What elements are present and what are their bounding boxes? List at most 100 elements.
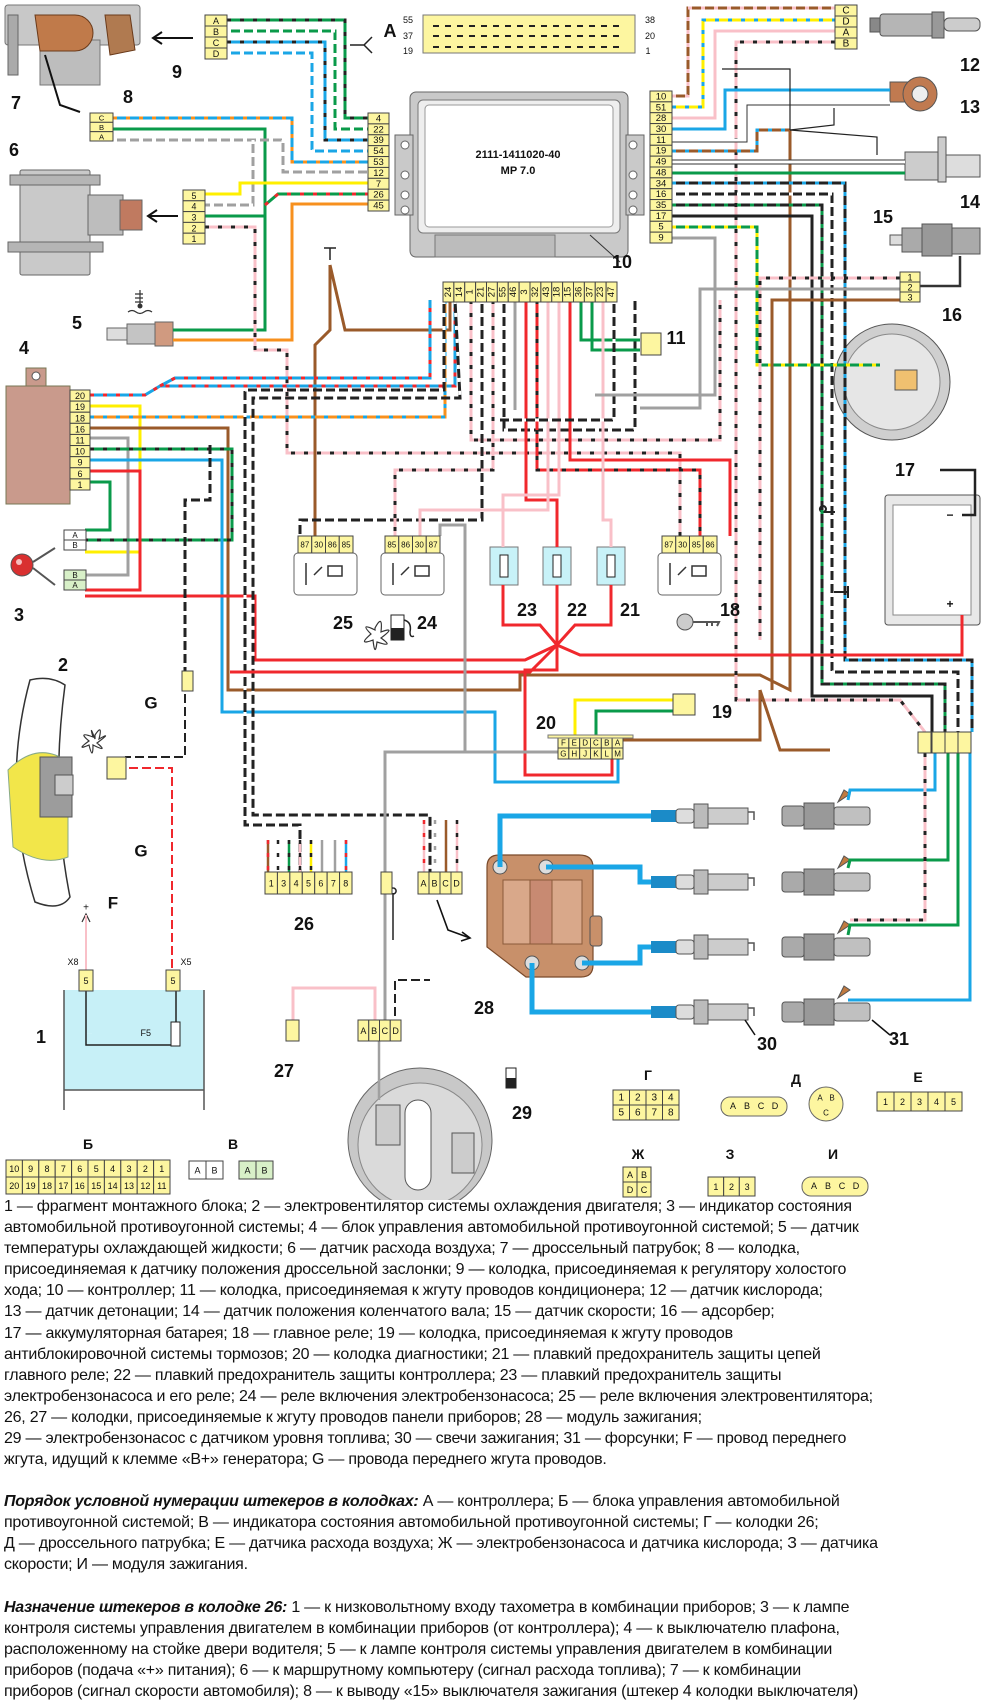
ecu-right-pins-pin-label: 19 (656, 146, 667, 157)
spark-plug-boot (651, 876, 676, 888)
callout-n12: 12 (960, 55, 980, 75)
wire-green (113, 127, 267, 332)
connector-9-pin-label: C (213, 38, 220, 48)
connector-maf-pin-label: 1 (192, 234, 197, 244)
wire-tracer-red (159, 300, 432, 388)
ignition-module-plug (589, 915, 603, 947)
relay-fuel-pump-body (380, 552, 445, 596)
legend-line: присоединяемая к датчику положения дросс… (4, 1261, 847, 1279)
relay-18-pins-pin-label: 30 (678, 541, 687, 550)
fuse-block-pin-x5-pin-label: 5 (170, 976, 175, 986)
pins26-line: контроля системы управления двигателем в… (4, 1620, 840, 1638)
antitheft-control-unit (5, 385, 71, 505)
legend-B-bottom-pin (153, 1176, 171, 1195)
callout-n14: 14 (960, 192, 980, 212)
legend-G-bottom-pin-label: 5 (618, 1108, 624, 1119)
knock-sensor-hole (911, 85, 929, 103)
callout-n17: 17 (895, 460, 915, 480)
fuse-f5 (170, 1021, 181, 1047)
legend-D-round-pin: B (829, 1094, 834, 1103)
callout-n31: 31 (889, 1029, 909, 1049)
wire-gray (113, 138, 368, 174)
legend-Z-pin-label: 3 (745, 1182, 750, 1192)
injector-body (781, 1001, 805, 1023)
callout-n1: 1 (36, 1027, 46, 1047)
relay-18-pins-pin-label: 87 (664, 541, 673, 550)
wire-brown (90, 130, 792, 693)
legend-Zh-bottom-pin-label: C (641, 1185, 648, 1195)
legend-line: автомобильной противоугонной системы; 4 … (4, 1219, 859, 1237)
throttle-pointer-arrow (44, 54, 81, 113)
relay-18-pins-pin-label: 86 (706, 541, 715, 550)
connector-26-pin-label: 1 (269, 879, 274, 889)
pointer-arrowhead (460, 931, 472, 942)
numbering-heading: Порядок условной нумерации штекеров в ко… (4, 1493, 419, 1510)
callout-n21: 21 (620, 600, 640, 620)
legend-I-pin-label: A (811, 1181, 817, 1191)
wire-tracer-black (227, 40, 368, 142)
spark-plug-hex (693, 803, 709, 829)
callout-n5: 5 (72, 313, 82, 333)
diagnostic-connector-bottom-pin (611, 747, 624, 760)
wire-green (590, 300, 640, 352)
legend-line: температуры охлаждающей жидкости; 6 — да… (4, 1240, 800, 1258)
connector-fuel-pump-pin-label: A (360, 1026, 366, 1036)
ecu-left-pins-pin-label: 22 (373, 124, 384, 135)
wire-black (243, 300, 446, 872)
legend-B-bottom-pin-label: 16 (75, 1181, 85, 1191)
oxygen-sensor-body (879, 13, 936, 37)
pins26-line-first: Назначение штекеров в колодке 26: 1 — к … (4, 1597, 983, 1618)
wire-tracer-black (535, 300, 702, 536)
ecu-right-pins-pin (649, 231, 673, 244)
relay-18-pins-pin (702, 535, 718, 554)
callout-n29: 29 (512, 1103, 532, 1123)
wire-tracer-#fff (394, 979, 430, 1020)
wire-green (594, 709, 673, 737)
relay-24-pins-pin (425, 535, 441, 554)
controller-mount-hole (400, 205, 410, 215)
relay-25-pins-pin-label: 85 (342, 541, 351, 550)
wire-black (672, 214, 934, 732)
connector-oxygen-sensor-pin-label: D (842, 17, 849, 28)
legend-V-white-pin (205, 1160, 224, 1180)
connector-A-pin-label: 38 (645, 15, 655, 25)
relay-fan-contacts-icon (305, 563, 343, 585)
legend-B-top-pin-label: 9 (28, 1164, 33, 1174)
callout-n2: 2 (58, 655, 68, 675)
diagnostic-connector-bottom-pin-label: J (583, 750, 587, 759)
legend-B-top-pin-label: 4 (110, 1164, 115, 1174)
wire-blue (159, 300, 432, 388)
connector-maf-pin (182, 232, 206, 245)
speed-sensor-body (921, 223, 953, 257)
connector-fuel-pump-pin (389, 1019, 402, 1042)
ecu-right-pins-pin-label: 34 (656, 178, 667, 189)
connector-8-pin-label: C (99, 114, 105, 123)
ecu-right-pins-pin-label: 16 (656, 189, 667, 200)
connector-maf-pin-label: 4 (192, 202, 197, 212)
legend-line: 17 — аккумуляторная батарея; 18 — главно… (4, 1324, 733, 1342)
spark-plug-thread (707, 1003, 749, 1021)
relay-25-pins-pin (338, 535, 354, 554)
fuse-block-pin-x5-pin (165, 969, 181, 992)
connector-speed-sensor-pin (899, 291, 921, 303)
wire-black (940, 468, 977, 517)
wire-red (568, 300, 732, 536)
ecu-right-pins-pin-label: 35 (656, 200, 667, 211)
spark-plug-insulator (675, 808, 695, 824)
wire-blue (227, 51, 368, 153)
callout-n28: 28 (474, 998, 494, 1018)
legend-V-label: В (228, 1136, 238, 1152)
callout-n22: 22 (567, 600, 587, 620)
connector-abcd-pin-label: B (431, 879, 437, 889)
fuse-22-element (552, 554, 562, 578)
legend-V-white-pin-label: B (211, 1166, 217, 1176)
legend-G-top-pin-label: 4 (668, 1093, 674, 1104)
injector-mid (803, 933, 835, 961)
ecu-left-pins-pin-label: 39 (373, 135, 384, 146)
wire-blue (529, 963, 651, 1015)
spark-plug-hex (693, 934, 709, 960)
pins26-heading: Назначение штекеров в колодке 26: (4, 1599, 288, 1616)
ground-lead (389, 887, 397, 940)
ignition-coil-3 (551, 879, 583, 945)
callout-n18: 18 (720, 600, 740, 620)
